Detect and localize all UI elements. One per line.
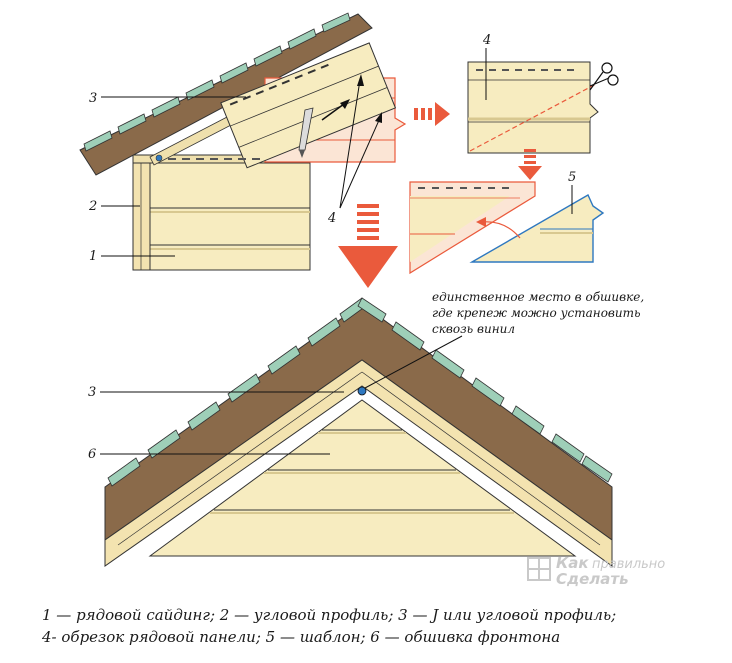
label-4-mid: 4 bbox=[482, 33, 491, 48]
direction-arrow-black bbox=[321, 99, 350, 121]
gable-siding bbox=[148, 399, 577, 557]
label-3-bottom: 3 bbox=[88, 385, 96, 400]
watermark-line-2: Сделать bbox=[556, 570, 629, 588]
roof-shingles bbox=[83, 12, 351, 152]
red-arrow-down-large bbox=[338, 204, 398, 288]
fastener-note: единственное место в обшивке, где крепеж… bbox=[432, 290, 644, 336]
gable-shingles-left bbox=[107, 297, 367, 487]
label-2: 2 bbox=[88, 199, 97, 214]
cut-triangle bbox=[409, 181, 536, 275]
label-5: 5 bbox=[568, 170, 576, 185]
template-triangle bbox=[469, 194, 605, 263]
left-labels: 3 2 1 4 bbox=[88, 91, 336, 264]
watermark: Как правильно Сделать bbox=[527, 554, 665, 588]
label-4-top: 4 bbox=[327, 211, 336, 226]
note-line-3: сквозь винил bbox=[432, 322, 515, 336]
label-3-top: 3 bbox=[89, 91, 97, 106]
legend-line-2: 4- обрезок рядовой панели; 5 — шаблон; 6… bbox=[42, 628, 561, 646]
pencil-icon bbox=[298, 107, 314, 158]
watermark-line-1b: правильно bbox=[592, 557, 665, 572]
gable-shingles-right bbox=[357, 297, 613, 483]
scissors-icon bbox=[589, 62, 619, 91]
gable-j-channel bbox=[104, 359, 613, 567]
legend: 1 — рядовой сайдинг; 2 — угловой профиль… bbox=[42, 604, 722, 648]
top-right-panel: 4 bbox=[467, 33, 619, 154]
wall-siding bbox=[132, 159, 311, 271]
label-6: 6 bbox=[88, 447, 96, 462]
legend-line-1: 1 — рядовой сайдинг; 2 — угловой профиль… bbox=[42, 606, 617, 624]
label-1: 1 bbox=[89, 249, 97, 264]
red-arrow-down-small bbox=[518, 149, 542, 180]
top-left-scene bbox=[79, 12, 407, 271]
note-line-1: единственное место в обшивке, bbox=[432, 290, 644, 304]
watermark-line-1: Как bbox=[556, 554, 589, 572]
bottom-gable bbox=[104, 297, 613, 567]
house-logo-icon bbox=[527, 557, 551, 581]
note-line-2: где крепеж можно установить bbox=[432, 306, 641, 320]
corner-profile bbox=[132, 159, 151, 271]
nail-slots bbox=[168, 158, 260, 160]
fastener-dot bbox=[155, 154, 163, 162]
fastener-point bbox=[357, 386, 367, 396]
red-arrow-right bbox=[414, 102, 450, 126]
tilted-panel bbox=[220, 42, 397, 169]
curved-arrow-red bbox=[476, 217, 521, 239]
